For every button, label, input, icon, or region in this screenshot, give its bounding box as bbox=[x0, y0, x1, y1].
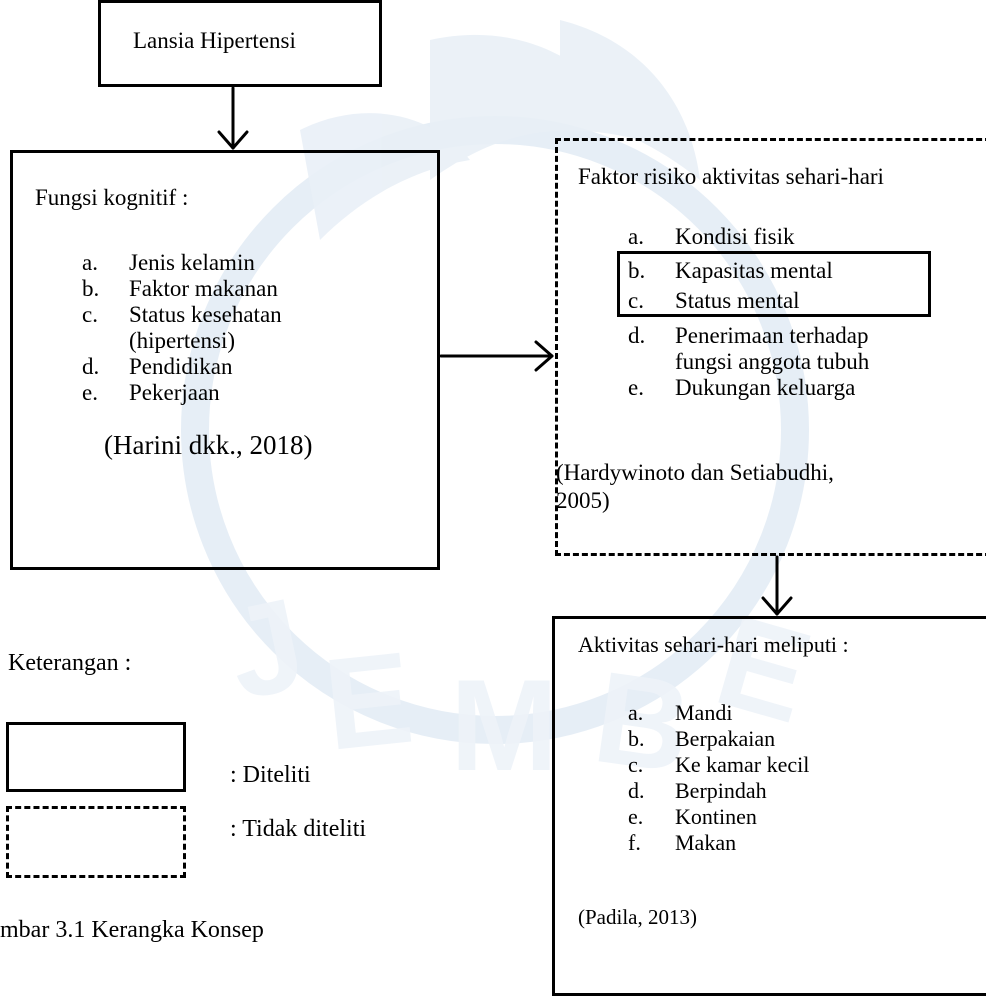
risk-factor-box bbox=[555, 138, 986, 556]
arrow-head bbox=[761, 596, 793, 616]
arrow-head bbox=[217, 130, 249, 150]
cognitive-source: (Harini dkk., 2018) bbox=[104, 430, 313, 460]
risk-factor-title: Faktor risiko aktivitas sehari-hari bbox=[578, 164, 884, 189]
risk-source-line1: (Hardywinoto dan Setiabudhi, bbox=[556, 460, 834, 485]
legend-title: Keterangan : bbox=[8, 650, 132, 676]
hypertension-elderly-box bbox=[98, 0, 382, 87]
legend-solid-swatch bbox=[6, 722, 186, 792]
svg-text:B: B bbox=[586, 643, 699, 801]
studied-subfactors-box bbox=[617, 251, 931, 317]
daily-activities-title: Aktivitas sehari-hari meliputi : bbox=[578, 632, 849, 657]
svg-text:M: M bbox=[450, 652, 558, 798]
arrow-head bbox=[534, 340, 554, 372]
risk-source-line2: 2005) bbox=[556, 488, 610, 513]
figure-caption: mbar 3.1 Kerangka Konsep bbox=[0, 917, 264, 943]
hypertension-elderly-label: Lansia Hipertensi bbox=[133, 28, 296, 53]
diagram-arrows bbox=[217, 86, 793, 616]
legend-dashed-label: : Tidak diteliti bbox=[230, 816, 367, 842]
watermark-emblem: J E M B E bbox=[181, 20, 826, 801]
cognitive-function-title: Fungsi kognitif : bbox=[35, 185, 189, 210]
legend-dashed-swatch bbox=[6, 806, 186, 878]
legend-solid-label: : Diteliti bbox=[230, 762, 311, 788]
svg-text:E: E bbox=[318, 624, 420, 778]
cognitive-function-box bbox=[10, 150, 440, 570]
daily-source: (Padila, 2013) bbox=[578, 905, 697, 929]
